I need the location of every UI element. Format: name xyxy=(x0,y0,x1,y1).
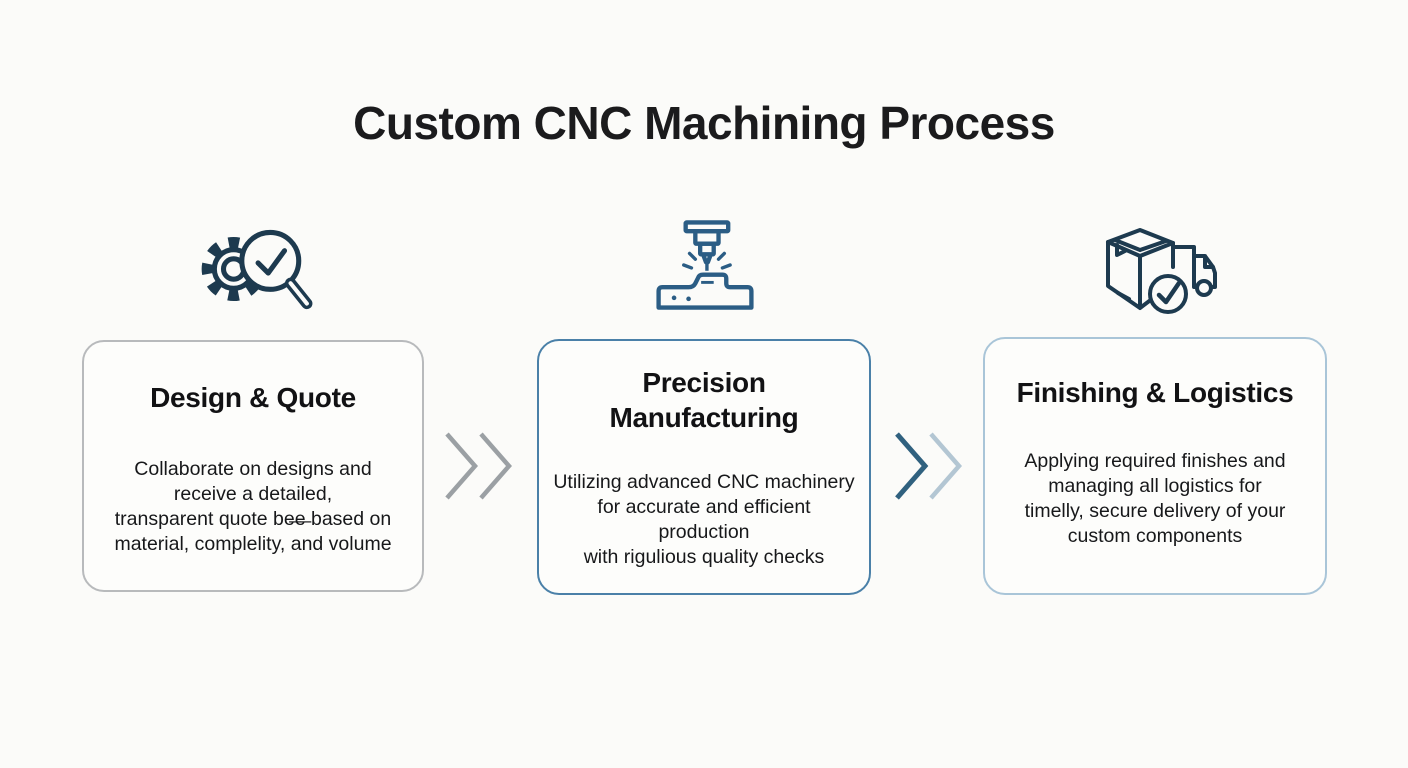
step-heading: Design & Quote xyxy=(150,382,356,413)
box-truck-check-icon xyxy=(1082,225,1224,325)
step-card-precision-manufacturing: Precision Manufacturing Utilizing advanc… xyxy=(537,339,871,595)
step-description: Applying required finishes and managing … xyxy=(1024,450,1286,547)
arrow-chevrons-2 xyxy=(893,431,963,501)
step-card-design-quote: Design & Quote Collaborate on designs an… xyxy=(82,340,424,592)
arrow-chevrons-1 xyxy=(443,431,513,501)
step-description: Utilizing advanced CNC machinery for acc… xyxy=(553,471,855,568)
step-heading: Finishing & Logistics xyxy=(1016,377,1294,408)
step-card-finishing-logistics: Finishing & Logistics Applying required … xyxy=(983,337,1327,595)
gear-magnifier-check-icon xyxy=(193,215,315,323)
cnc-machine-icon xyxy=(647,206,763,324)
page-title: Custom CNC Machining Process xyxy=(353,97,1055,149)
step-heading: Precision Manufacturing xyxy=(609,367,799,433)
step-description: Collaborate on designs and receive a det… xyxy=(114,458,392,555)
